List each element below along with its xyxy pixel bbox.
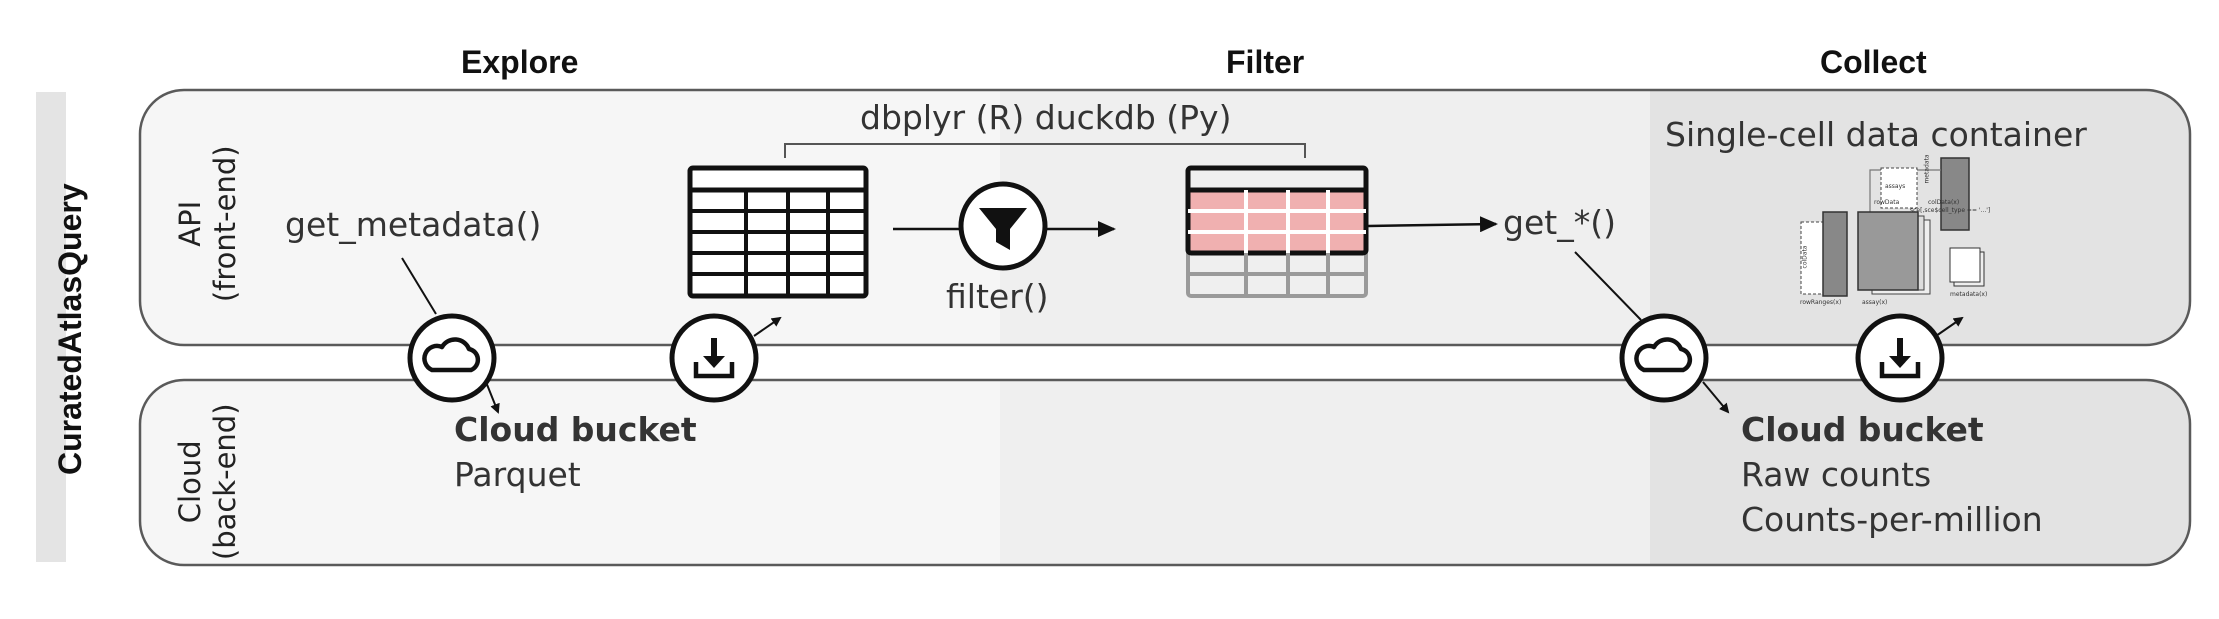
bucket-left-line: Parquet — [454, 455, 581, 494]
api-panel — [138, 88, 2192, 347]
row-label-cloud-line1: Cloud — [173, 440, 208, 524]
arrow-cloud-to-bucket-left — [485, 381, 500, 414]
funnel-icon — [958, 181, 1048, 271]
cloud-panel — [138, 378, 2192, 567]
side-title-bar — [36, 92, 66, 562]
single-cell-container-icon — [1800, 157, 1985, 297]
cloud-icon — [407, 313, 497, 403]
container-label-rowranges: rowRanges(x) — [1800, 299, 1842, 306]
function-bracket-label: dbplyr (R) duckdb (Py) — [860, 98, 1232, 137]
stage-header-filter: Filter — [1226, 44, 1305, 80]
bucket-right-title: Cloud bucket — [1741, 410, 1984, 449]
cloud-panel-fill — [140, 380, 2190, 565]
bucket-right-line-2: Counts-per-million — [1741, 500, 2043, 539]
container-label-coldata-fn: colData(x) — [1928, 199, 1960, 206]
line-get-cloud — [1574, 251, 1642, 321]
row-label-api: API (front-end) — [173, 124, 243, 324]
filtered-table-icon — [1185, 165, 1369, 298]
row-label-cloud: Cloud (back-end) — [173, 382, 243, 582]
cloud-icon — [1619, 313, 1709, 403]
row-label-api-line2: (front-end) — [208, 145, 242, 303]
function-get-metadata: get_metadata() — [285, 205, 542, 244]
container-title: Single-cell data container — [1665, 115, 2087, 154]
container-label-metadata-fn: metadata(x) — [1950, 291, 1988, 298]
side-title: CuratedAtlasQuery — [51, 183, 88, 476]
container-label-assays: assays — [1885, 183, 1906, 190]
stage-header-collect: Collect — [1820, 44, 1927, 80]
row-label-api-line1: API — [173, 200, 208, 247]
arrow-cloud-to-bucket-right — [1702, 381, 1730, 414]
download-icon — [669, 313, 759, 403]
source-table-icon — [687, 165, 869, 299]
bracket-line — [784, 143, 1306, 158]
stage-header-explore: Explore — [461, 44, 579, 80]
bucket-left-title: Cloud bucket — [454, 410, 697, 449]
row-label-cloud-line2: (back-end) — [208, 403, 242, 561]
container-label-coldata: colData — [1801, 245, 1809, 269]
container-label-rowdata: rowData — [1874, 199, 1900, 206]
arrow-download-to-table — [753, 316, 782, 337]
bucket-right-line-1: Raw counts — [1741, 455, 1932, 494]
download-icon — [1855, 313, 1945, 403]
line-getmetadata-cloud — [401, 257, 437, 315]
container-label-assay-fn: assay(x) — [1862, 299, 1888, 306]
arrow-table-to-get — [1367, 216, 1498, 233]
function-get-star: get_*() — [1503, 203, 1616, 242]
container-label-snippet: sce[,sce$cell_type == '...'] — [1910, 207, 1991, 214]
arrow-download-to-container — [1935, 316, 1964, 337]
container-label-metadata: metadata — [1923, 154, 1931, 184]
function-filter: filter() — [946, 277, 1049, 316]
